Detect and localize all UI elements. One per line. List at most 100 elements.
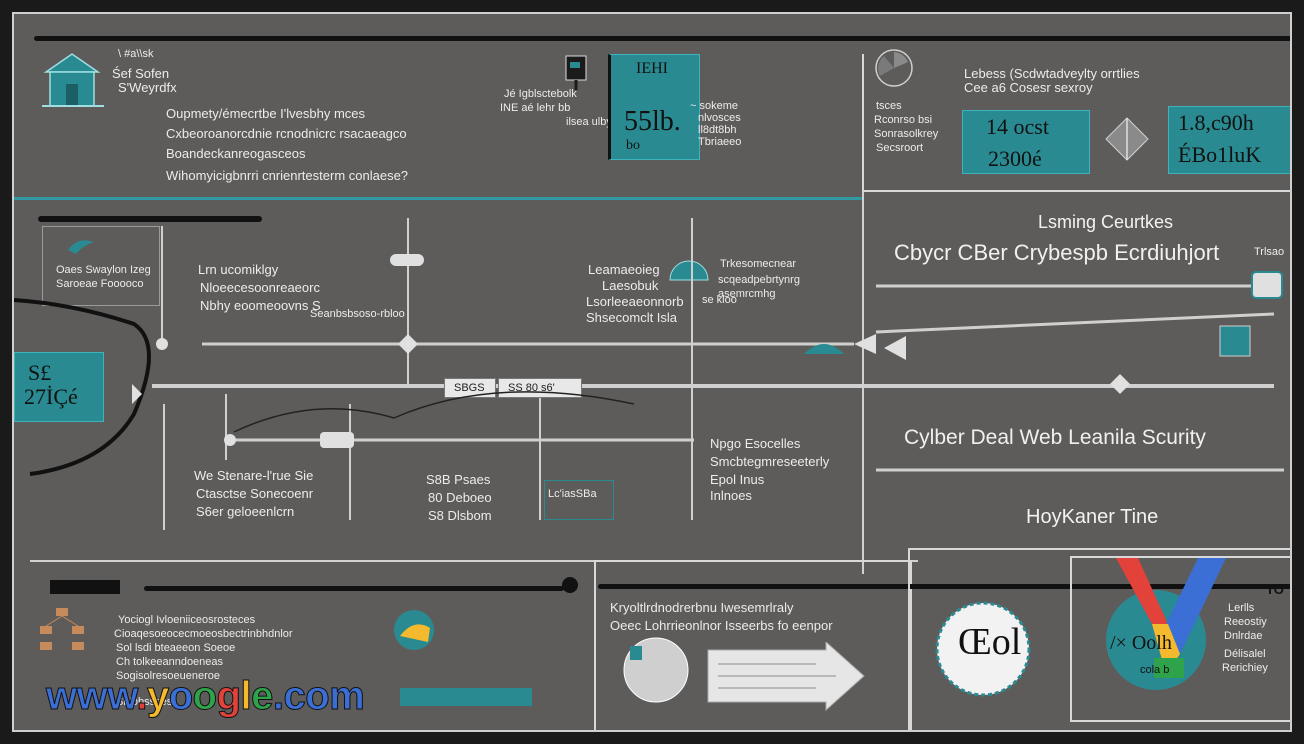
logo-circle-text: /× Oolh <box>1110 632 1172 654</box>
header-stat-note-4: Tbriaeeo <box>698 136 742 148</box>
mid-left-bullet-4: Seanbsbsoso-rbloo <box>310 308 405 320</box>
header-stat-note-1: ~ sokeme <box>690 100 738 112</box>
header-stat-main: 55lb. <box>624 106 681 137</box>
watermark-com: com <box>283 674 365 719</box>
bottom-dark-bar-left <box>144 586 564 591</box>
house-icon <box>42 53 104 107</box>
brand-line2: S'Weyrdfx <box>118 80 177 95</box>
lower-center-3: S8 Dlsbom <box>428 508 492 523</box>
plug-icon <box>565 55 587 90</box>
panel-stat-2-line2: ÉBo1luK <box>1178 142 1262 167</box>
hoy-kaner-title: HoyKaner Tine <box>1026 506 1159 528</box>
mid-note-d: Shsecomclt Isla <box>586 310 678 325</box>
bottom-right-tag: TO <box>1266 582 1284 597</box>
bottom-center-line2: Oeec Lohrrieonlnor Isseerbs fo eenpor <box>610 618 833 633</box>
bird-icon <box>68 240 94 254</box>
bottom-list-4: Ch tolkeeanndoeneas <box>116 656 224 668</box>
bottom-right-list-4: Délisalel <box>1224 648 1266 660</box>
globe-icon <box>394 610 434 650</box>
learning-title: Lsming Ceurtkes <box>1038 212 1174 232</box>
bottom-list-6: Sblobssses <box>116 696 173 708</box>
logo-v-icon <box>1106 558 1226 690</box>
axis-chip-1[interactable] <box>444 378 496 398</box>
watermark-g: g <box>216 674 241 719</box>
panel-stat-1-line2: 2300é <box>988 146 1042 171</box>
bottom-list-3: Sol lsdi bteaeeon Soeoe <box>116 642 236 654</box>
bottom-right-inner-panel <box>1070 556 1290 722</box>
header-stat-note-2: nlvosces <box>698 112 741 124</box>
panel-stat-box-2 <box>1168 106 1290 174</box>
header-bullet-1: Oupmety/émecrtbe I'lvesbhy mces <box>166 106 365 121</box>
header-bullet-2: Cxbeoroanorcdnie rcnodnicrc rsacaeagco <box>166 126 407 141</box>
lower-box <box>544 480 614 520</box>
mid-note-right-2: scqeadpebrtynrg <box>718 274 800 286</box>
bottom-list-2: Cioaqesoeocecmoeosbectrinbhdnlor <box>114 628 293 640</box>
lower-right-1: Npgo Esocelles <box>710 436 801 451</box>
mid-note-right-3: asemrcmhg <box>718 288 776 300</box>
mid-left-label-2: Saroeae Fooooco <box>56 278 144 290</box>
header-stat-top: IEHI <box>636 60 668 77</box>
bottom-center-panel <box>594 560 912 730</box>
mid-left-bullet-3: Nbhy eoomeoovns S <box>200 298 321 313</box>
header-divider <box>862 54 864 574</box>
connector-lines <box>14 218 1284 594</box>
axis-chip-2-label: SS 80 s6' <box>508 382 555 394</box>
watermark-l: l <box>240 674 252 719</box>
panel-side-3: Sonrasolkrey <box>874 128 939 140</box>
header-bullet-3: Boandeckanreogasceos <box>166 146 306 161</box>
top-divider-bar <box>34 36 1290 41</box>
infographic-canvas: \ #a\\sk Śef Sofen S'Weyrdfx Oupmety/ém… <box>12 12 1292 732</box>
cyber-deal-title: Cylber Deal Web Leanila Scurity <box>904 426 1206 449</box>
brand-top: \ #a\\sk <box>118 48 154 60</box>
bottom-right-list-1: Lerlls <box>1228 602 1255 614</box>
small-tag: Trlsao <box>1254 246 1285 258</box>
panel-side-2: Rconrso bsi <box>874 114 933 126</box>
side-stat-box <box>14 352 104 422</box>
lower-bullet-2: Ctasctse Sonecoenr <box>196 486 314 501</box>
tree-icon <box>40 608 84 650</box>
bottom-right-list-3: Dnlrdae <box>1224 630 1263 642</box>
header-stat-box <box>608 54 700 160</box>
fan-icon <box>875 49 913 87</box>
mid-note-c: Lsorleeaeonnorb <box>586 294 684 309</box>
lower-section-line <box>30 560 918 562</box>
watermark-dot2: . <box>272 674 284 719</box>
badge-text: Œol <box>958 621 1022 663</box>
brand-line1: Śef Sofen <box>112 66 170 81</box>
mid-left-label-1: Oaes Swaylon Izeg <box>56 264 151 276</box>
watermark-e: e <box>251 674 274 719</box>
side-stat-line2: 27İÇé <box>24 384 78 409</box>
header-stat-note-3: ll8dt8bh <box>698 124 737 136</box>
panel-stat-1-line1: 14 ocst <box>986 114 1049 139</box>
panel-side-1: tsces <box>876 100 902 112</box>
watermark-o1: o <box>168 674 193 719</box>
bottom-right-list-5: Rerichiey <box>1222 662 1268 674</box>
mid-note-right-4: se kloo <box>702 294 737 306</box>
panel-stat-2-line1: 1.8,c90h <box>1178 110 1254 135</box>
diamond-arrow-icon <box>1105 117 1149 161</box>
header-bottom-line <box>14 197 864 200</box>
panel-title-1: Lebess (Scdwtadveylty orrtlies <box>964 66 1140 81</box>
lower-right-4: Inlnoes <box>710 488 752 503</box>
lower-right-3: Epol Inus <box>710 472 765 487</box>
axis-chip-1-label: SBGS <box>454 382 485 394</box>
site-watermark: www.yoogle.com <box>45 674 365 719</box>
mid-note-a: Leamaeoieg <box>588 262 660 277</box>
panel-side-4: Secsroort <box>876 142 924 154</box>
bottom-dark-bar-center <box>598 584 1290 589</box>
lower-box-label: Lc'iasSBa <box>548 488 597 500</box>
lower-center-1: S8B Psaes <box>426 472 491 487</box>
watermark-o2: o <box>192 674 217 719</box>
main-axis-line <box>152 384 1274 388</box>
logo-circle-sub: cola b <box>1140 664 1170 676</box>
bottom-list-1: Yociogl Ivloeniiceosrosteces <box>118 614 256 626</box>
mid-note-right-1: Trkesomecnear <box>720 258 797 270</box>
mid-note-3: ilsea ulby <box>566 116 612 128</box>
section-dark-bar <box>38 216 262 222</box>
bulb-icon <box>623 637 689 703</box>
mid-note-b: Laesobuk <box>602 278 659 293</box>
lower-center-2: 80 Deboeo <box>428 490 492 505</box>
mid-left-bullet-2: Nloeecesoonreaeorc <box>200 280 320 295</box>
panel-title-2: Cee a6 Cosesr sexroy <box>964 80 1093 95</box>
